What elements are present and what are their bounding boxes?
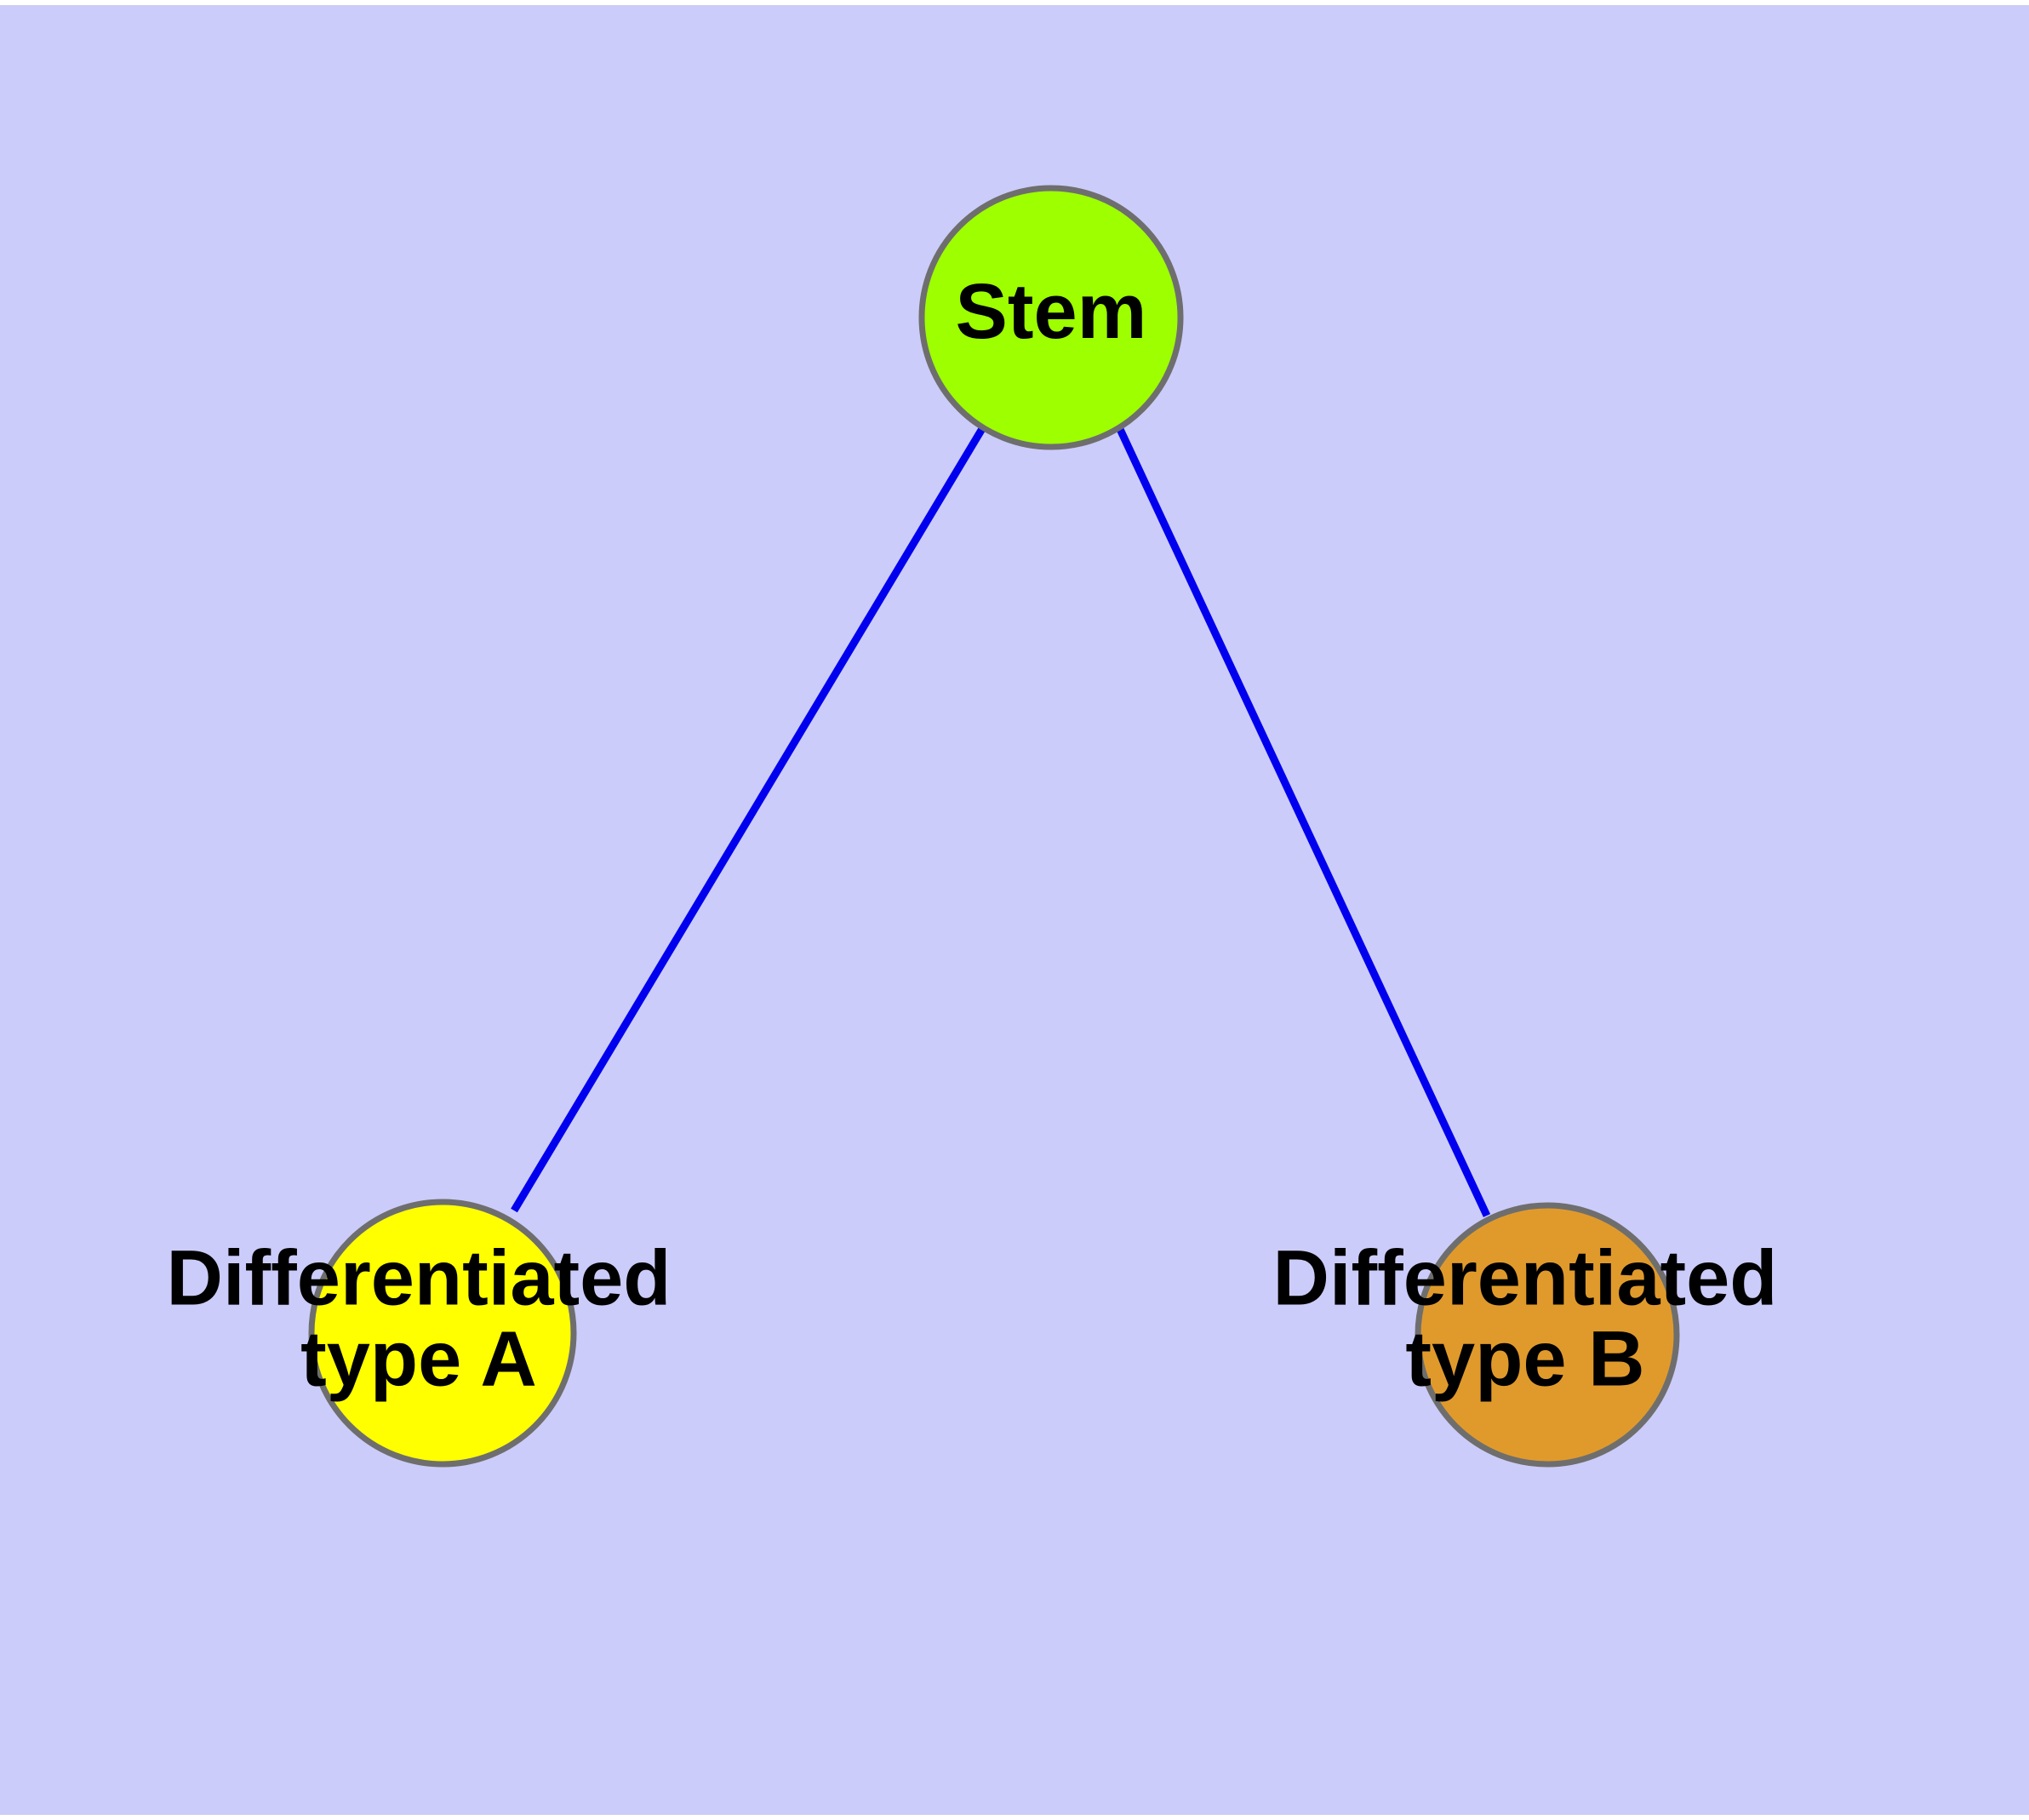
edge-stem-to-differentiated-type-b xyxy=(1115,426,1491,1217)
node-stem-circle[interactable] xyxy=(918,185,1184,450)
node-differentiated-type-a-circle[interactable] xyxy=(308,1199,577,1468)
node-stem-label: Stem xyxy=(956,268,1147,355)
node-differentiated-type-b-circle[interactable] xyxy=(1415,1202,1680,1468)
edges-layer xyxy=(511,425,1491,1217)
nodes-layer xyxy=(308,185,1680,1468)
edge-stem-to-differentiated-type-a xyxy=(511,425,986,1213)
